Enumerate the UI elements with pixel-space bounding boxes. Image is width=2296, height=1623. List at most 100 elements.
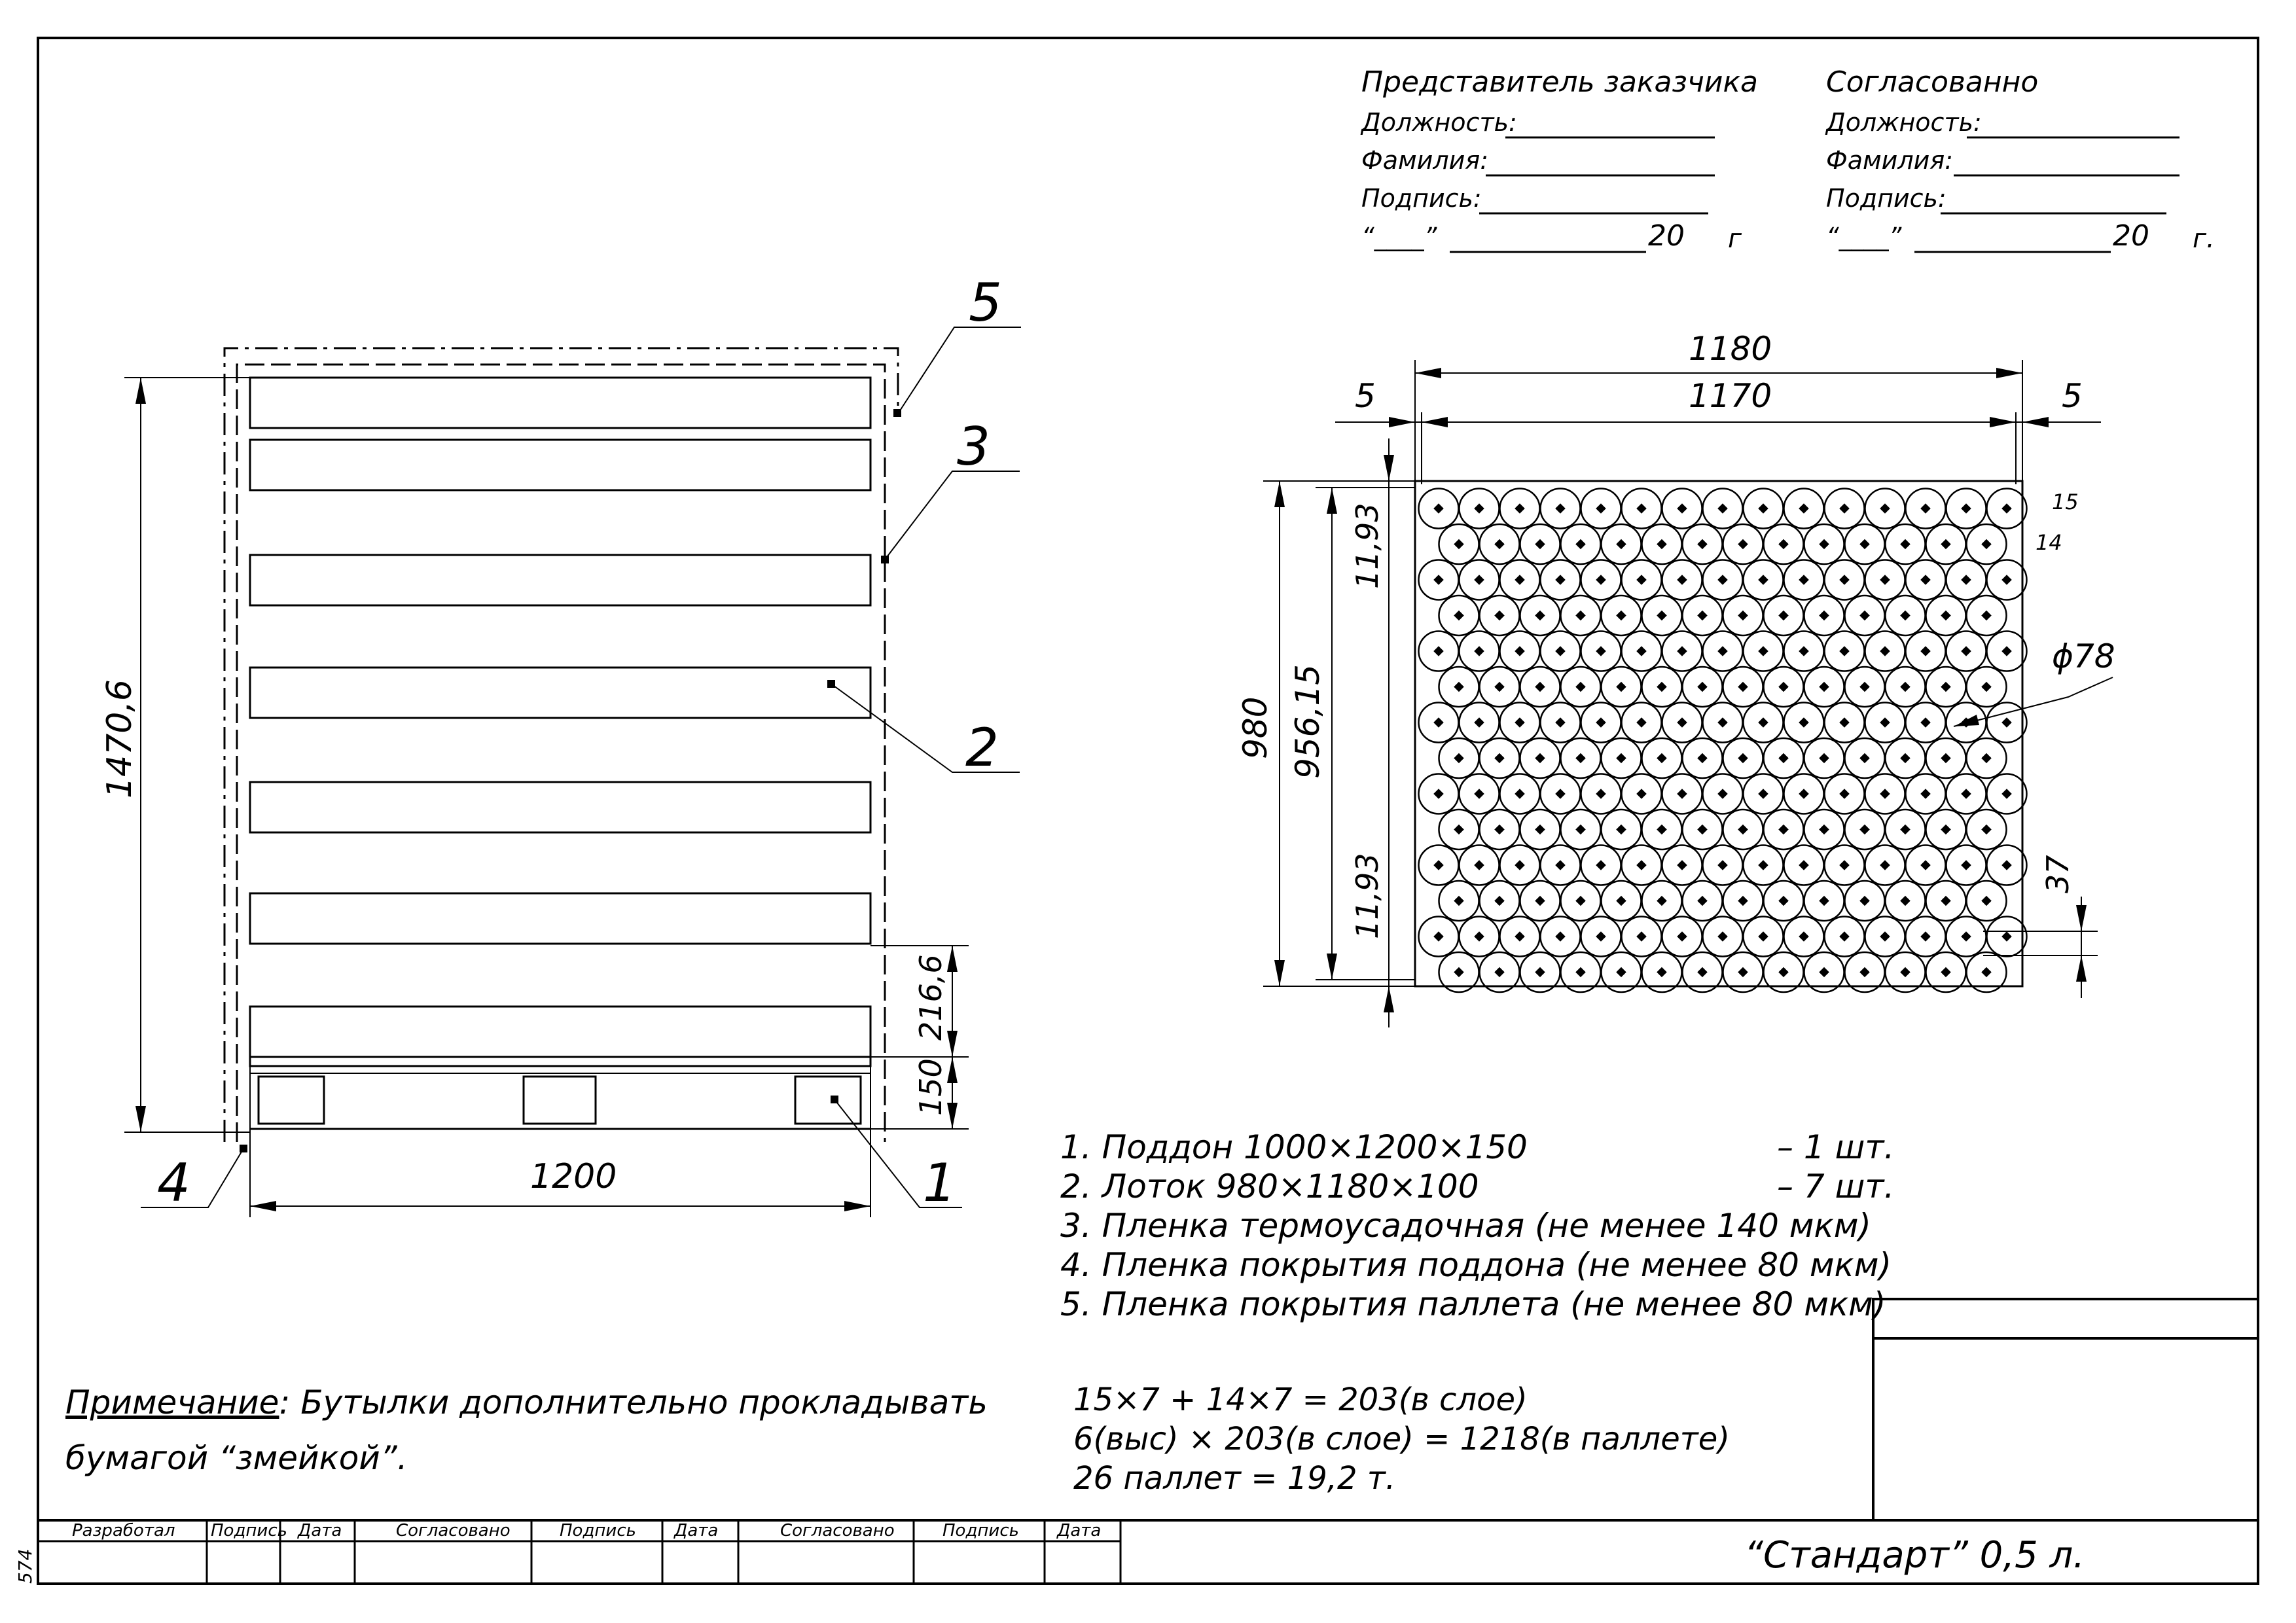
arrow [2022,417,2049,427]
arrow [1384,986,1394,1012]
bottle-center [1454,681,1464,692]
header-signature-3: Подпись [942,1521,1019,1541]
bottle-center [1535,824,1545,835]
bottle-center [1454,610,1464,621]
bottle-center [2001,931,2012,942]
bottle-center [1920,931,1931,942]
bottle-center [2001,789,2012,799]
customer-date-year: 20 [1648,219,1685,253]
bottle-center [1657,753,1667,764]
bottle-center [1454,895,1464,906]
header-agreed-1: Согласовано [396,1521,511,1541]
bottle [1986,702,2028,743]
bottle [1965,737,2007,779]
bottle-center [1941,753,1951,764]
arrow [1954,715,1979,726]
bottle-center [1657,967,1667,978]
arrow [1422,417,1448,427]
bottle-center [1657,610,1667,621]
dim-inner-width-label: 1170 [1689,377,1772,415]
callout-3: 3 [957,416,990,477]
title-block-right [1872,1298,2259,1522]
bottle [1965,666,2007,708]
bottle-center [1738,539,1748,550]
calc-line-3: 26 паллет = 19,2 т. [1073,1460,1395,1497]
header-developed: Разработал [72,1521,175,1541]
note-text: : Бутылки дополнительно прокладывать [279,1383,987,1421]
film-outline-5 [223,347,899,1142]
bottle-center [1657,681,1667,692]
bottle-center [1859,539,1870,550]
bottle-center [1555,646,1566,656]
bottle-center [1900,539,1910,550]
header-date-1: Дата [297,1521,342,1541]
bottle-center [1717,503,1728,514]
leader-2-dot [827,680,835,688]
diameter-leader [1953,677,2113,727]
bottle-center [1515,646,1525,656]
bottle-center [1941,824,1951,835]
calculation: 15×7 + 14×7 = 203(в слое) 6(выс) × 203(в… [1073,1382,1730,1497]
bottle-center [1799,575,1809,585]
product-name: “Стандарт” 0,5 л. [1744,1534,2085,1577]
pallet-block-left [257,1075,325,1125]
side-view [124,327,1021,1217]
arrow [2076,905,2087,931]
title-block-bottom [37,1519,2259,1585]
film-outline-3 [236,363,886,1142]
bottle-center [1717,575,1728,585]
dim-inner-height-label: 956,15 [1289,664,1327,779]
bottle-center [1555,503,1566,514]
pallet-block-right [794,1075,862,1125]
bottle-grid [1418,488,2028,993]
bottle-center [1880,646,1890,656]
bottle-center [1535,681,1545,692]
arrow [947,1031,958,1057]
pallet-top-deck [249,1056,872,1067]
arrow [1384,455,1394,481]
bottle-center [1697,895,1708,906]
bottle-center [1575,753,1586,764]
bottle-center [1961,789,1971,799]
bottle-center [1636,860,1647,870]
dim-gap-right-label: 5 [2062,377,2083,415]
bottle-center [1596,860,1606,870]
bottle-center [1799,717,1809,728]
bottle-center [1819,967,1829,978]
bottle-center [1900,895,1910,906]
arrow [135,378,146,404]
bottle-center [1981,610,1992,621]
title-block-headers: Разработал Подпись Дата Согласовано Подп… [14,1521,2085,1584]
bottle-center [1494,753,1505,764]
dim-layer-label: 216,6 [913,954,948,1041]
bottle-center [1799,789,1809,799]
bottle-center [1900,610,1910,621]
bottle-center [1778,753,1789,764]
spec-qty-2: – 7 шт. [1777,1168,1894,1205]
bottle-center [1697,967,1708,978]
bottle-center [1555,717,1566,728]
bottle-center [1981,681,1992,692]
bottle-center [1717,860,1728,870]
dim-offset-bottom-label: 11,93 [1350,853,1385,939]
bottle [1965,808,2007,851]
bottle-center [1474,646,1484,656]
bottle-center [1880,789,1890,799]
bottle-center [1900,681,1910,692]
bottle [1986,916,2028,957]
bottle-center [1657,539,1667,550]
bottle-center [1636,717,1647,728]
leader-5 [897,327,1021,414]
customer-signature-label: Подпись: [1361,184,1482,213]
leader-5-dot [893,409,901,417]
bottle-center [1981,895,1992,906]
dim-outer-width-label: 1180 [1689,330,1772,368]
callout-1: 1 [923,1152,956,1213]
leader-3 [884,471,1020,560]
bottle-center [1636,646,1647,656]
bottle-center [1515,503,1525,514]
bottle-center [1859,610,1870,621]
leader-2 [831,683,1020,773]
agreed-surname-label: Фамилия: [1826,146,1953,175]
tray [249,1005,872,1058]
